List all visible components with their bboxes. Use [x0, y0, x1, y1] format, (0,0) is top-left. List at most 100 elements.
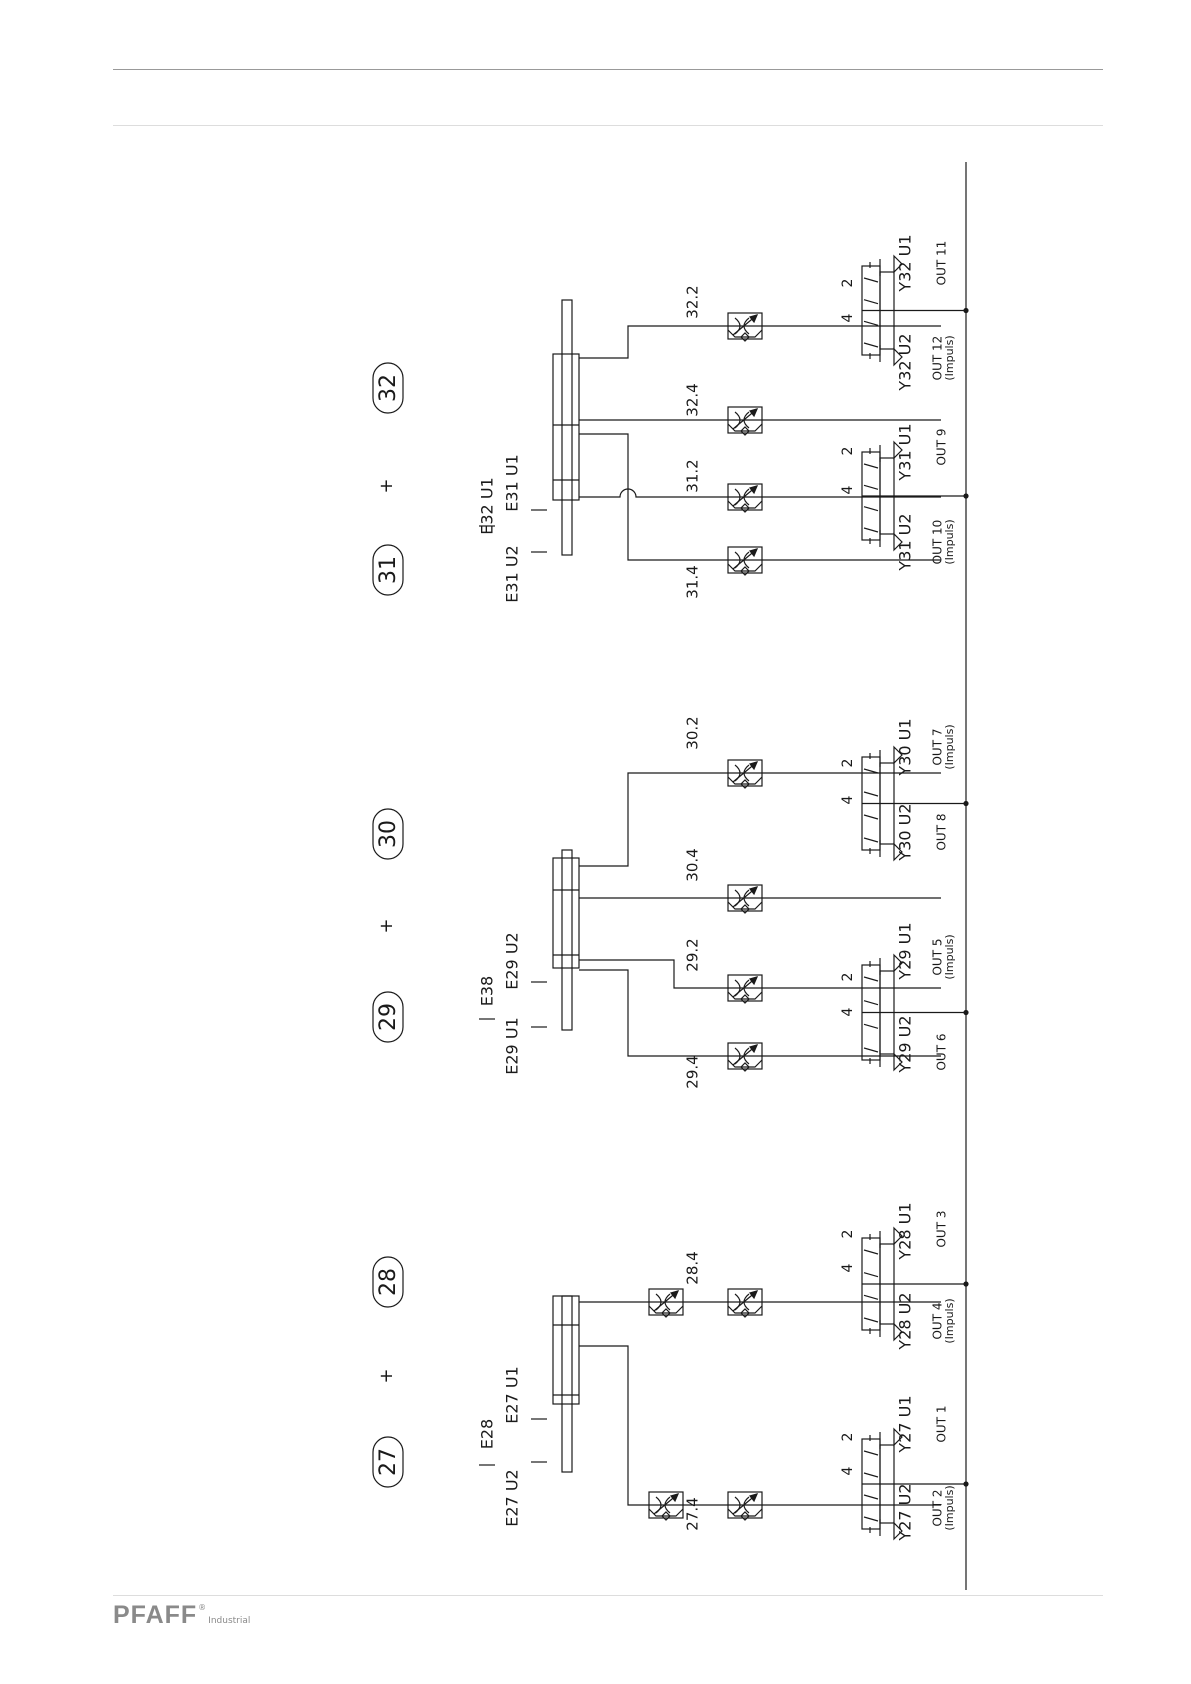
solenoid-left [893, 1226, 903, 1246]
line-label-30-4: 30.4 [684, 848, 702, 881]
check-bypass [727, 901, 763, 910]
flow-arrow [863, 976, 879, 982]
flow-control-valve-icon [727, 884, 763, 914]
check-ball [740, 994, 750, 1004]
flow-arrow [863, 1450, 879, 1456]
valve-label-y27-u2: Y27 U2 [896, 1483, 915, 1541]
solenoid-right [893, 1052, 903, 1072]
pipe-line [579, 1345, 941, 1506]
solenoid-right [893, 1322, 903, 1342]
flow-control-valve-icon [727, 546, 763, 576]
logo-brand: PFAFF [113, 1601, 198, 1629]
port-number-2: 2 [840, 1230, 856, 1239]
circled-number-29: 29 [376, 1003, 401, 1031]
valve-box [727, 1491, 763, 1519]
junction-dot [963, 1009, 969, 1016]
flow-control-valve-icon [648, 1491, 684, 1521]
pipe-line-crossover [579, 488, 941, 498]
output-label-right: OUT 5 [931, 938, 945, 975]
valve-label-y28-u2: Y28 U2 [896, 1292, 915, 1350]
flow-arrow [863, 768, 879, 774]
flow-control-valve-icon [727, 483, 763, 513]
cylinder-body-2 [552, 857, 580, 969]
cylinder-body-3 [552, 353, 580, 501]
line-label-32-2: 32.2 [684, 285, 702, 318]
solenoid-right [893, 347, 903, 367]
flow-arrow [863, 1272, 879, 1278]
valve-box [727, 483, 763, 511]
arrow-head [748, 761, 759, 771]
piston-rod-2 [561, 849, 573, 1031]
output-label-right: OUT 11 [935, 241, 949, 286]
arrow-head [748, 314, 759, 324]
check-bypass [727, 1305, 763, 1314]
check-ball [740, 904, 750, 914]
flow-control-valve-icon [648, 1288, 684, 1318]
piston-rod-3 [561, 299, 573, 556]
arrow-head [748, 1044, 759, 1054]
valve-label-y29-u1: Y29 U1 [896, 922, 915, 980]
arrow-head [748, 408, 759, 418]
sensor-label-e32-u1: E32 U1 [478, 477, 497, 534]
check-bypass [727, 1059, 763, 1068]
arrow-head [748, 485, 759, 495]
check-bypass [727, 563, 763, 572]
flow-arrow [863, 1516, 879, 1522]
logo-registered-mark: ® [198, 1603, 207, 1612]
circled-number-frame [372, 1256, 404, 1308]
output-label-right: OUT 3 [935, 1210, 949, 1247]
flow-control-valve-icon [727, 312, 763, 342]
solenoid-right [893, 1521, 903, 1541]
junction-dot [963, 1481, 969, 1487]
port-number-4: 4 [840, 313, 856, 322]
sensor-label-e28: E28 [478, 1419, 497, 1449]
sensor-label-e31-u1: E31 U1 [503, 454, 522, 511]
output-label-right: OUT 9 [935, 428, 949, 465]
line-label-29-4: 29.4 [684, 1055, 702, 1088]
logo-subtitle: Industrial [208, 1616, 251, 1626]
output-label-left: OUT 4 [931, 1302, 945, 1339]
flow-control-valve-icon [727, 974, 763, 1004]
valve-box [727, 974, 763, 1002]
solenoid-valve-icon [861, 953, 969, 1072]
circled-number-frame [372, 362, 404, 414]
arrow-head [748, 886, 759, 896]
solenoid-valve-icon [861, 1226, 969, 1342]
check-ball [661, 1308, 671, 1318]
circled-number-31: 31 [376, 556, 401, 584]
flow-arrow [863, 299, 879, 305]
line-label-29-2: 29.2 [684, 938, 702, 971]
flow-arrow [863, 527, 879, 533]
check-bypass [648, 1305, 684, 1314]
flow-arrow [863, 506, 879, 512]
circled-number-frame [372, 1436, 404, 1488]
solenoid-left [893, 1427, 903, 1447]
port-number-2: 2 [840, 759, 856, 768]
flow-arrow [863, 1494, 879, 1500]
header-rule-bottom [113, 125, 1103, 126]
circled-number-frame [372, 544, 404, 596]
port-number-2: 2 [840, 447, 856, 456]
port-number-2: 2 [840, 279, 856, 288]
flow-control-valve-icon [727, 1491, 763, 1521]
check-ball [661, 1511, 671, 1521]
plus-sign: + [376, 478, 397, 493]
flow-arrow [863, 463, 879, 469]
port-number-4: 4 [840, 1263, 856, 1272]
valve-box [727, 759, 763, 787]
circled-number-32: 32 [376, 374, 401, 402]
sensor-label-e27-u1: E27 U1 [503, 1366, 522, 1423]
pipe-line [579, 772, 941, 867]
check-ball [740, 779, 750, 789]
line-label-31-2: 31.2 [684, 459, 702, 492]
check-ball [740, 1511, 750, 1521]
check-ball [740, 1062, 750, 1072]
check-bypass [648, 1508, 684, 1517]
check-bypass [727, 423, 763, 432]
check-bypass [727, 329, 763, 338]
flow-control-valve-icon [727, 406, 763, 436]
solenoid-left [893, 745, 903, 765]
flow-arrow [863, 342, 879, 348]
check-bypass [727, 991, 763, 1000]
